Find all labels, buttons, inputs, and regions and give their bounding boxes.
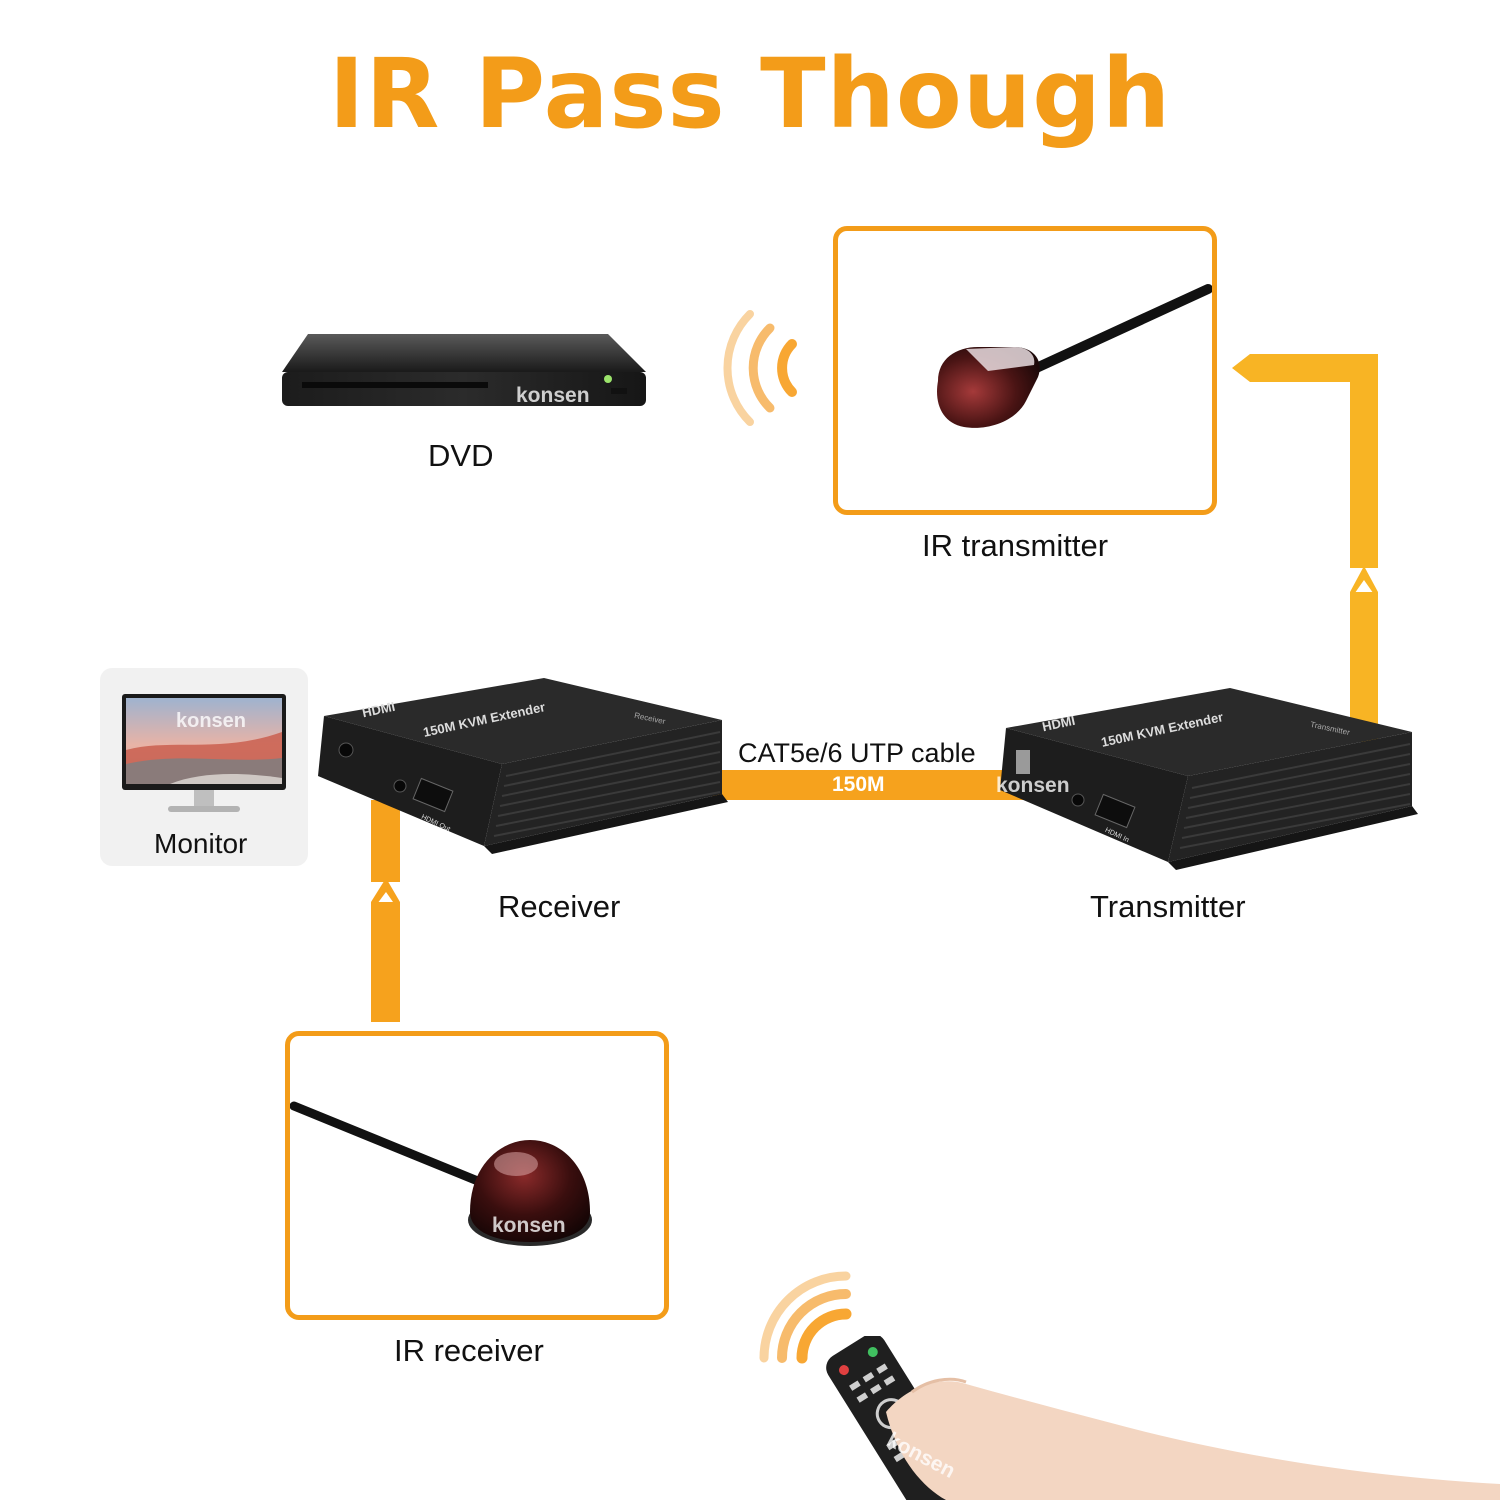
dvd-player-icon [282,334,646,406]
flow-arrow-icon [371,800,400,1022]
watermark-text: konsen [492,1214,566,1237]
ir-receiver-label: IR receiver [394,1333,544,1368]
receiver-label: Receiver [498,889,621,924]
dvd-label: DVD [428,438,494,473]
transmitter-label: Transmitter [1090,889,1246,924]
ir-signal-icon [759,1271,852,1364]
cable-bar [712,770,1024,800]
monitor-icon [122,694,286,812]
flow-arrow-icon [1232,354,1378,742]
ir-emitter-icon [937,284,1212,428]
ir-signal-icon [723,310,797,426]
monitor-label: Monitor [154,828,248,859]
transmitter-unit [1000,688,1418,870]
remote-control-icon [826,1336,1500,1500]
watermark-text: konsen [996,774,1070,797]
watermark-text: konsen [176,710,247,732]
page-title: IR Pass Though [328,38,1172,150]
cable-length-label: 150M [832,773,885,796]
receiver-unit [318,678,728,854]
ir-sensor-icon [290,1101,592,1246]
monitor-card: konsen Monitor [100,668,308,866]
ir-receiver-frame: konsen [285,1031,669,1320]
watermark-text: konsen [516,384,590,407]
cable-type-label: CAT5e/6 UTP cable [736,738,978,769]
ir-transmitter-frame [833,226,1217,515]
ir-transmitter-label: IR transmitter [922,528,1109,563]
